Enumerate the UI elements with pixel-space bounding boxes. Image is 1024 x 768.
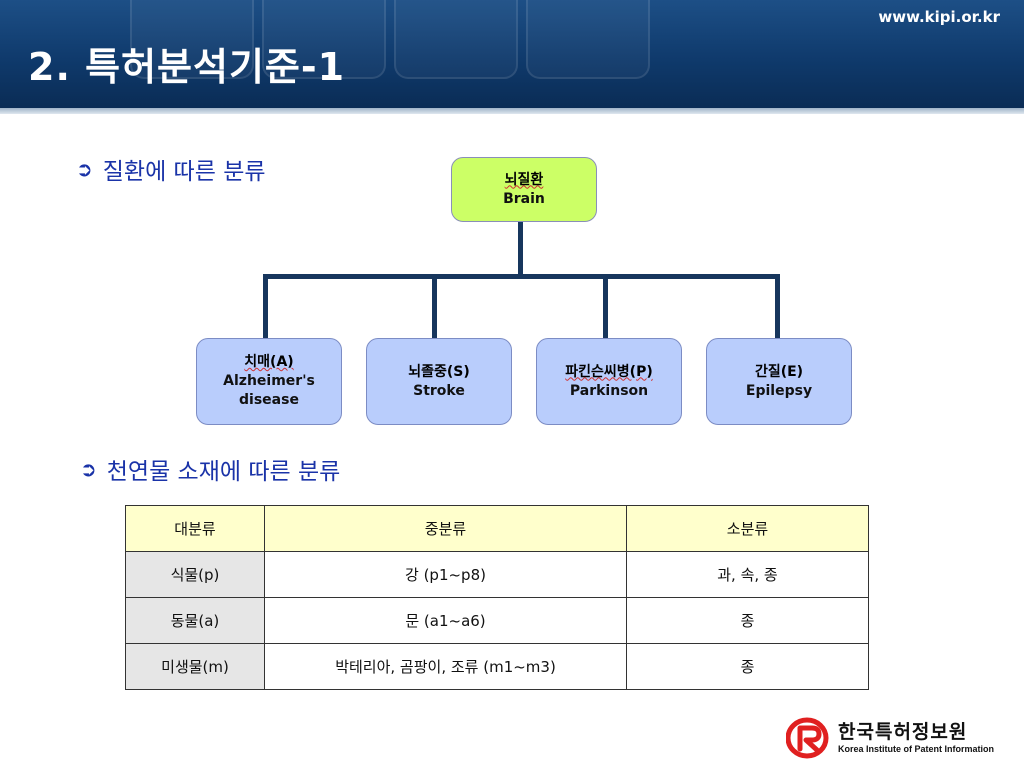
classification-table: 대분류 중분류 소분류 식물(p) 강 (p1~p8) 과, 속, 종 동물(a… (125, 505, 869, 690)
tree-node-alzheimers: 치매(A) Alzheimer's disease (196, 338, 342, 425)
table-header-row: 대분류 중분류 소분류 (125, 505, 869, 552)
node-label-en: Parkinson (569, 382, 649, 399)
node-label-ko: 치매(A) (244, 354, 294, 370)
page-title: 2. 특허분석기준-1 (28, 45, 346, 89)
table-cell-major: 동물(a) (125, 597, 265, 644)
logo-name-ko: 한국특허정보원 (838, 721, 968, 743)
node-label-ko: 간질(E) (754, 363, 804, 380)
connector-line (432, 274, 437, 338)
table-cell-minor: 종 (626, 597, 869, 644)
node-label-en: Brain (503, 190, 545, 207)
logo-name-en: Korea Institute of Patent Information (838, 744, 995, 754)
connector-line (775, 274, 780, 338)
column-header-minor: 소분류 (626, 505, 869, 552)
table-row: 동물(a) 문 (a1~a6) 종 (125, 597, 869, 644)
site-url[interactable]: www.kipi.or.kr (878, 8, 1000, 26)
table-row: 미생물(m) 박테리아, 곰팡이, 조류 (m1~m3) 종 (125, 643, 869, 690)
section-heading-natural-material: ➲ 천연물 소재에 따른 분류 (80, 452, 340, 486)
tree-node-epilepsy: 간질(E) Epilepsy (706, 338, 852, 425)
table-cell-minor: 종 (626, 643, 869, 690)
tree-node-stroke: 뇌졸중(S) Stroke (366, 338, 512, 425)
node-label-ko: 뇌졸중(S) (408, 363, 470, 380)
kipi-logo-mark-icon (786, 717, 829, 759)
node-label-en: Alzheimer's disease (223, 373, 315, 408)
section-heading-disease: ➲ 질환에 따른 분류 (76, 152, 266, 186)
header-divider (0, 108, 1024, 114)
table-cell-minor: 과, 속, 종 (626, 551, 869, 598)
table-cell-middle: 강 (p1~p8) (264, 551, 627, 598)
connector-line (263, 274, 268, 338)
table-row: 식물(p) 강 (p1~p8) 과, 속, 종 (125, 551, 869, 598)
banner-decoration (130, 0, 254, 79)
banner-decoration (394, 0, 518, 79)
node-label-ko: 뇌질환 (504, 171, 544, 188)
arrow-bullet-icon: ➲ (80, 457, 97, 481)
node-label-en: Epilepsy (745, 382, 813, 399)
banner-decoration (526, 0, 650, 79)
node-label-en: Stroke (413, 382, 465, 399)
tree-node-brain: 뇌질환 Brain (451, 157, 597, 222)
section-heading-label: 천연물 소재에 따른 분류 (106, 459, 341, 485)
column-header-middle: 중분류 (264, 505, 627, 552)
connector-line (263, 274, 780, 279)
connector-line (603, 274, 608, 338)
section-heading-label: 질환에 따른 분류 (102, 159, 266, 185)
table-cell-major: 식물(p) (125, 551, 265, 598)
node-label-ko: 파킨슨씨병(P) (565, 363, 653, 380)
connector-line (518, 222, 523, 277)
column-header-major: 대분류 (125, 505, 265, 552)
banner-decoration (262, 0, 386, 79)
tree-node-parkinson: 파킨슨씨병(P) Parkinson (536, 338, 682, 425)
kipi-logo: 한국특허정보원 Korea Institute of Patent Inform… (786, 716, 996, 760)
table-cell-middle: 박테리아, 곰팡이, 조류 (m1~m3) (264, 643, 627, 690)
table-cell-major: 미생물(m) (125, 643, 265, 690)
title-banner: 2. 특허분석기준-1 www.kipi.or.kr (0, 0, 1024, 108)
table-cell-middle: 문 (a1~a6) (264, 597, 627, 644)
arrow-bullet-icon: ➲ (76, 157, 93, 181)
